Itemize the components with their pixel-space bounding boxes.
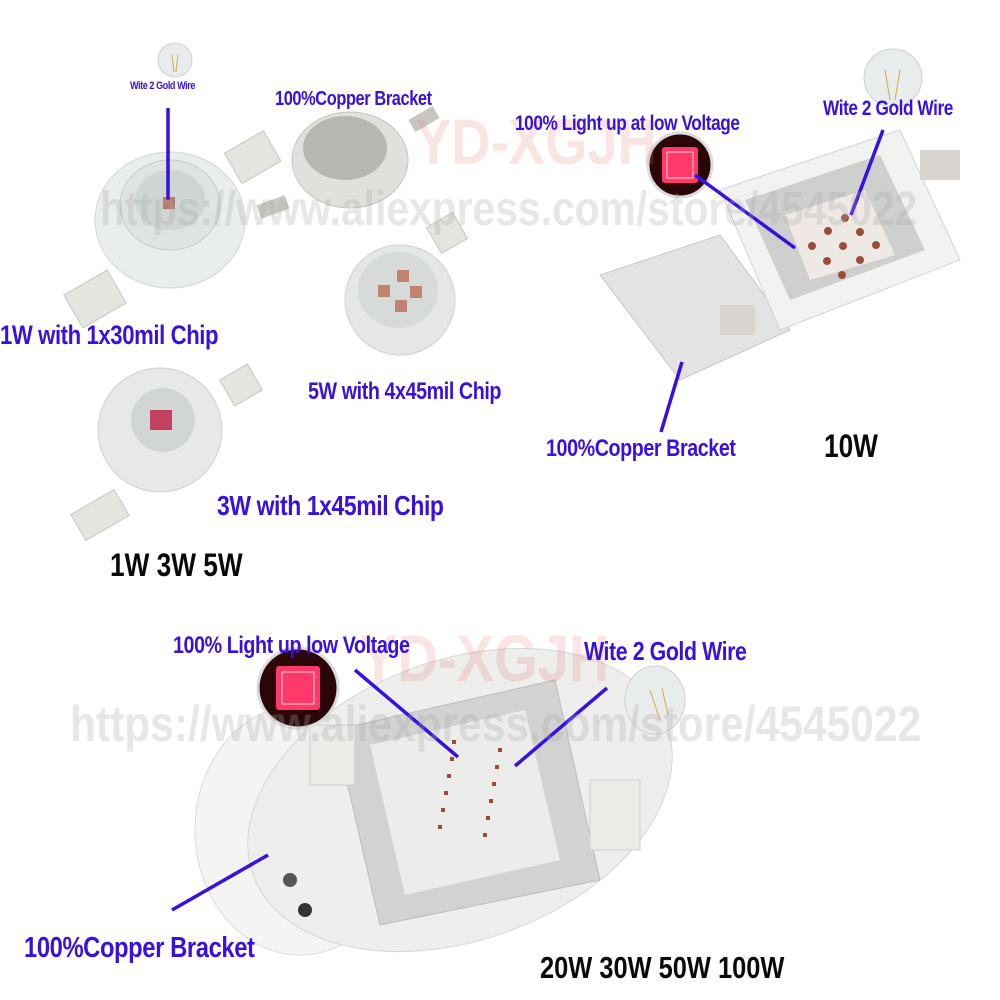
watermark-url-top: https://www.aliexpress.com/store/4545022: [100, 183, 918, 236]
led-10w-illustration: [599, 129, 961, 381]
led-1w-illustration: [63, 130, 282, 329]
label-gold-wire-large: Wite 2 Gold Wire: [584, 636, 747, 666]
led-3w-illustration: [70, 363, 264, 542]
gold-wire-inset-10w: [863, 48, 923, 108]
gold-wire-inset-large: [624, 665, 686, 735]
watermark-brand-bottom: YD-XGJH: [360, 621, 610, 695]
label-light-up-10w: 100% Light up at low Voltage: [515, 112, 740, 135]
led-5w-illustration: [344, 211, 469, 356]
caption-10w: 10W: [824, 428, 878, 464]
caption-large-leds: 20W 30W 50W 100W: [540, 950, 785, 985]
label-gold-wire-10w: Wite 2 Gold Wire: [823, 97, 953, 120]
label-chip-1w: 1W with 1x30mil Chip: [0, 320, 219, 350]
label-light-up-large: 100% Light up low Voltage: [173, 632, 410, 659]
watermark-brand-top: YD-XGJH: [415, 106, 657, 178]
label-gold-wire-1w: Wite 2 Gold Wire: [130, 80, 195, 92]
chip-glow-inset-large: [256, 646, 340, 730]
caption-small-leds: 1W 3W 5W: [110, 547, 243, 583]
label-copper-bracket-10w: 100%Copper Bracket: [546, 435, 736, 462]
label-chip-5w: 5W with 4x45mil Chip: [308, 378, 502, 405]
label-copper-bracket-top: 100%Copper Bracket: [275, 88, 432, 110]
pointer-lines: [166, 108, 885, 912]
copper-bracket-illustration: [256, 105, 440, 219]
label-copper-bracket-large: 100%Copper Bracket: [24, 932, 255, 964]
gold-wire-inset-1w: [157, 42, 193, 78]
chip-glow-inset-10w: [646, 131, 714, 199]
watermark-url-bottom: https://www.aliexpress.com/store/4545022: [70, 696, 922, 752]
label-chip-3w: 3W with 1x45mil Chip: [217, 490, 444, 521]
